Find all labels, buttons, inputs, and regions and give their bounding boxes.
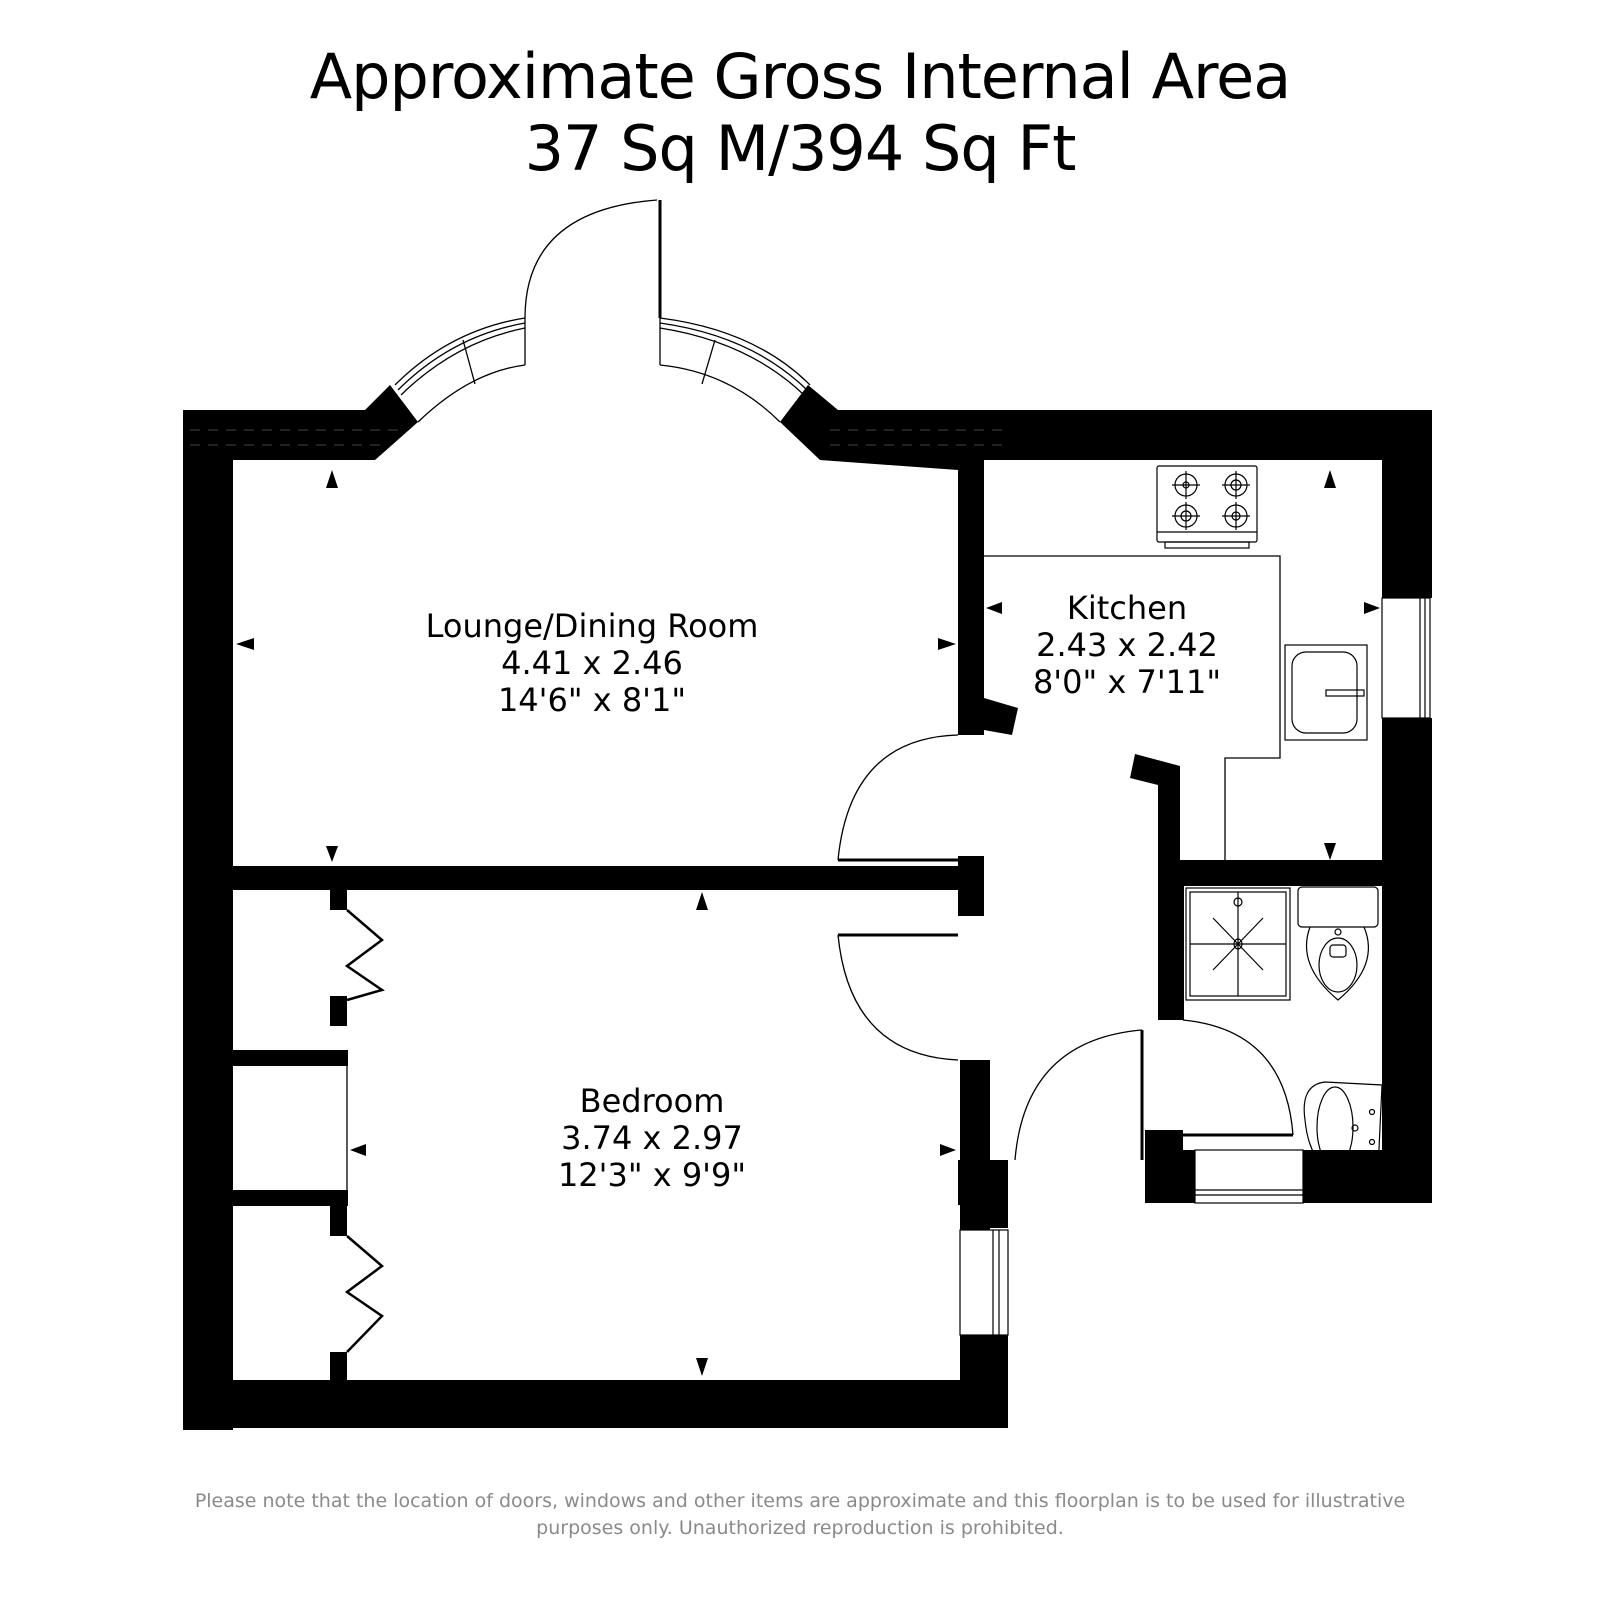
walls (183, 385, 1432, 1430)
room-name: Lounge/Dining Room (425, 607, 759, 645)
hob-icon (1156, 465, 1258, 549)
wardrobe-icon (344, 909, 385, 1353)
dimension-arrows (236, 470, 1380, 1376)
room-dimensions-metric: 3.74 x 2.97 (561, 1119, 743, 1157)
page-title: Approximate Gross Internal Area (309, 40, 1292, 113)
disclaimer-line-2: purposes only. Unauthorized reproduction… (536, 1517, 1064, 1539)
bay-window (394, 317, 811, 423)
interior-doors (837, 734, 1294, 1161)
room-dimensions-metric: 2.43 x 2.42 (1036, 626, 1218, 664)
room-dimensions-imperial: 14'6" x 8'1" (497, 681, 687, 719)
room-label-bedroom: Bedroom 3.74 x 2.97 12'3" x 9'9" (558, 1083, 746, 1194)
room-name: Kitchen (1066, 589, 1188, 627)
wall-hatching (190, 429, 1010, 446)
entrance-door (524, 199, 662, 319)
area-subtitle: 37 Sq M/394 Sq Ft (524, 112, 1077, 185)
room-dimensions-metric: 4.41 x 2.46 (501, 644, 683, 682)
disclaimer-line-1: Please note that the location of doors, … (194, 1490, 1406, 1512)
windows (959, 597, 1431, 1336)
room-label-kitchen: Kitchen 2.43 x 2.42 8'0" x 7'11" (1033, 590, 1221, 701)
room-label-lounge-dining: Lounge/Dining Room 4.41 x 2.46 14'6" x 8… (426, 608, 759, 719)
room-dimensions-imperial: 8'0" x 7'11" (1032, 663, 1222, 701)
toilet-icon (1297, 886, 1379, 1001)
disclaimer: Please note that the location of doors, … (0, 1488, 1600, 1542)
wash-basin-icon (1303, 1081, 1383, 1178)
shower-tray-icon (1185, 887, 1291, 1001)
room-name: Bedroom (579, 1082, 725, 1120)
room-dimensions-imperial: 12'3" x 9'9" (557, 1156, 747, 1194)
kitchen-worktop (984, 555, 1281, 860)
kitchen-sink-icon (1284, 644, 1368, 741)
